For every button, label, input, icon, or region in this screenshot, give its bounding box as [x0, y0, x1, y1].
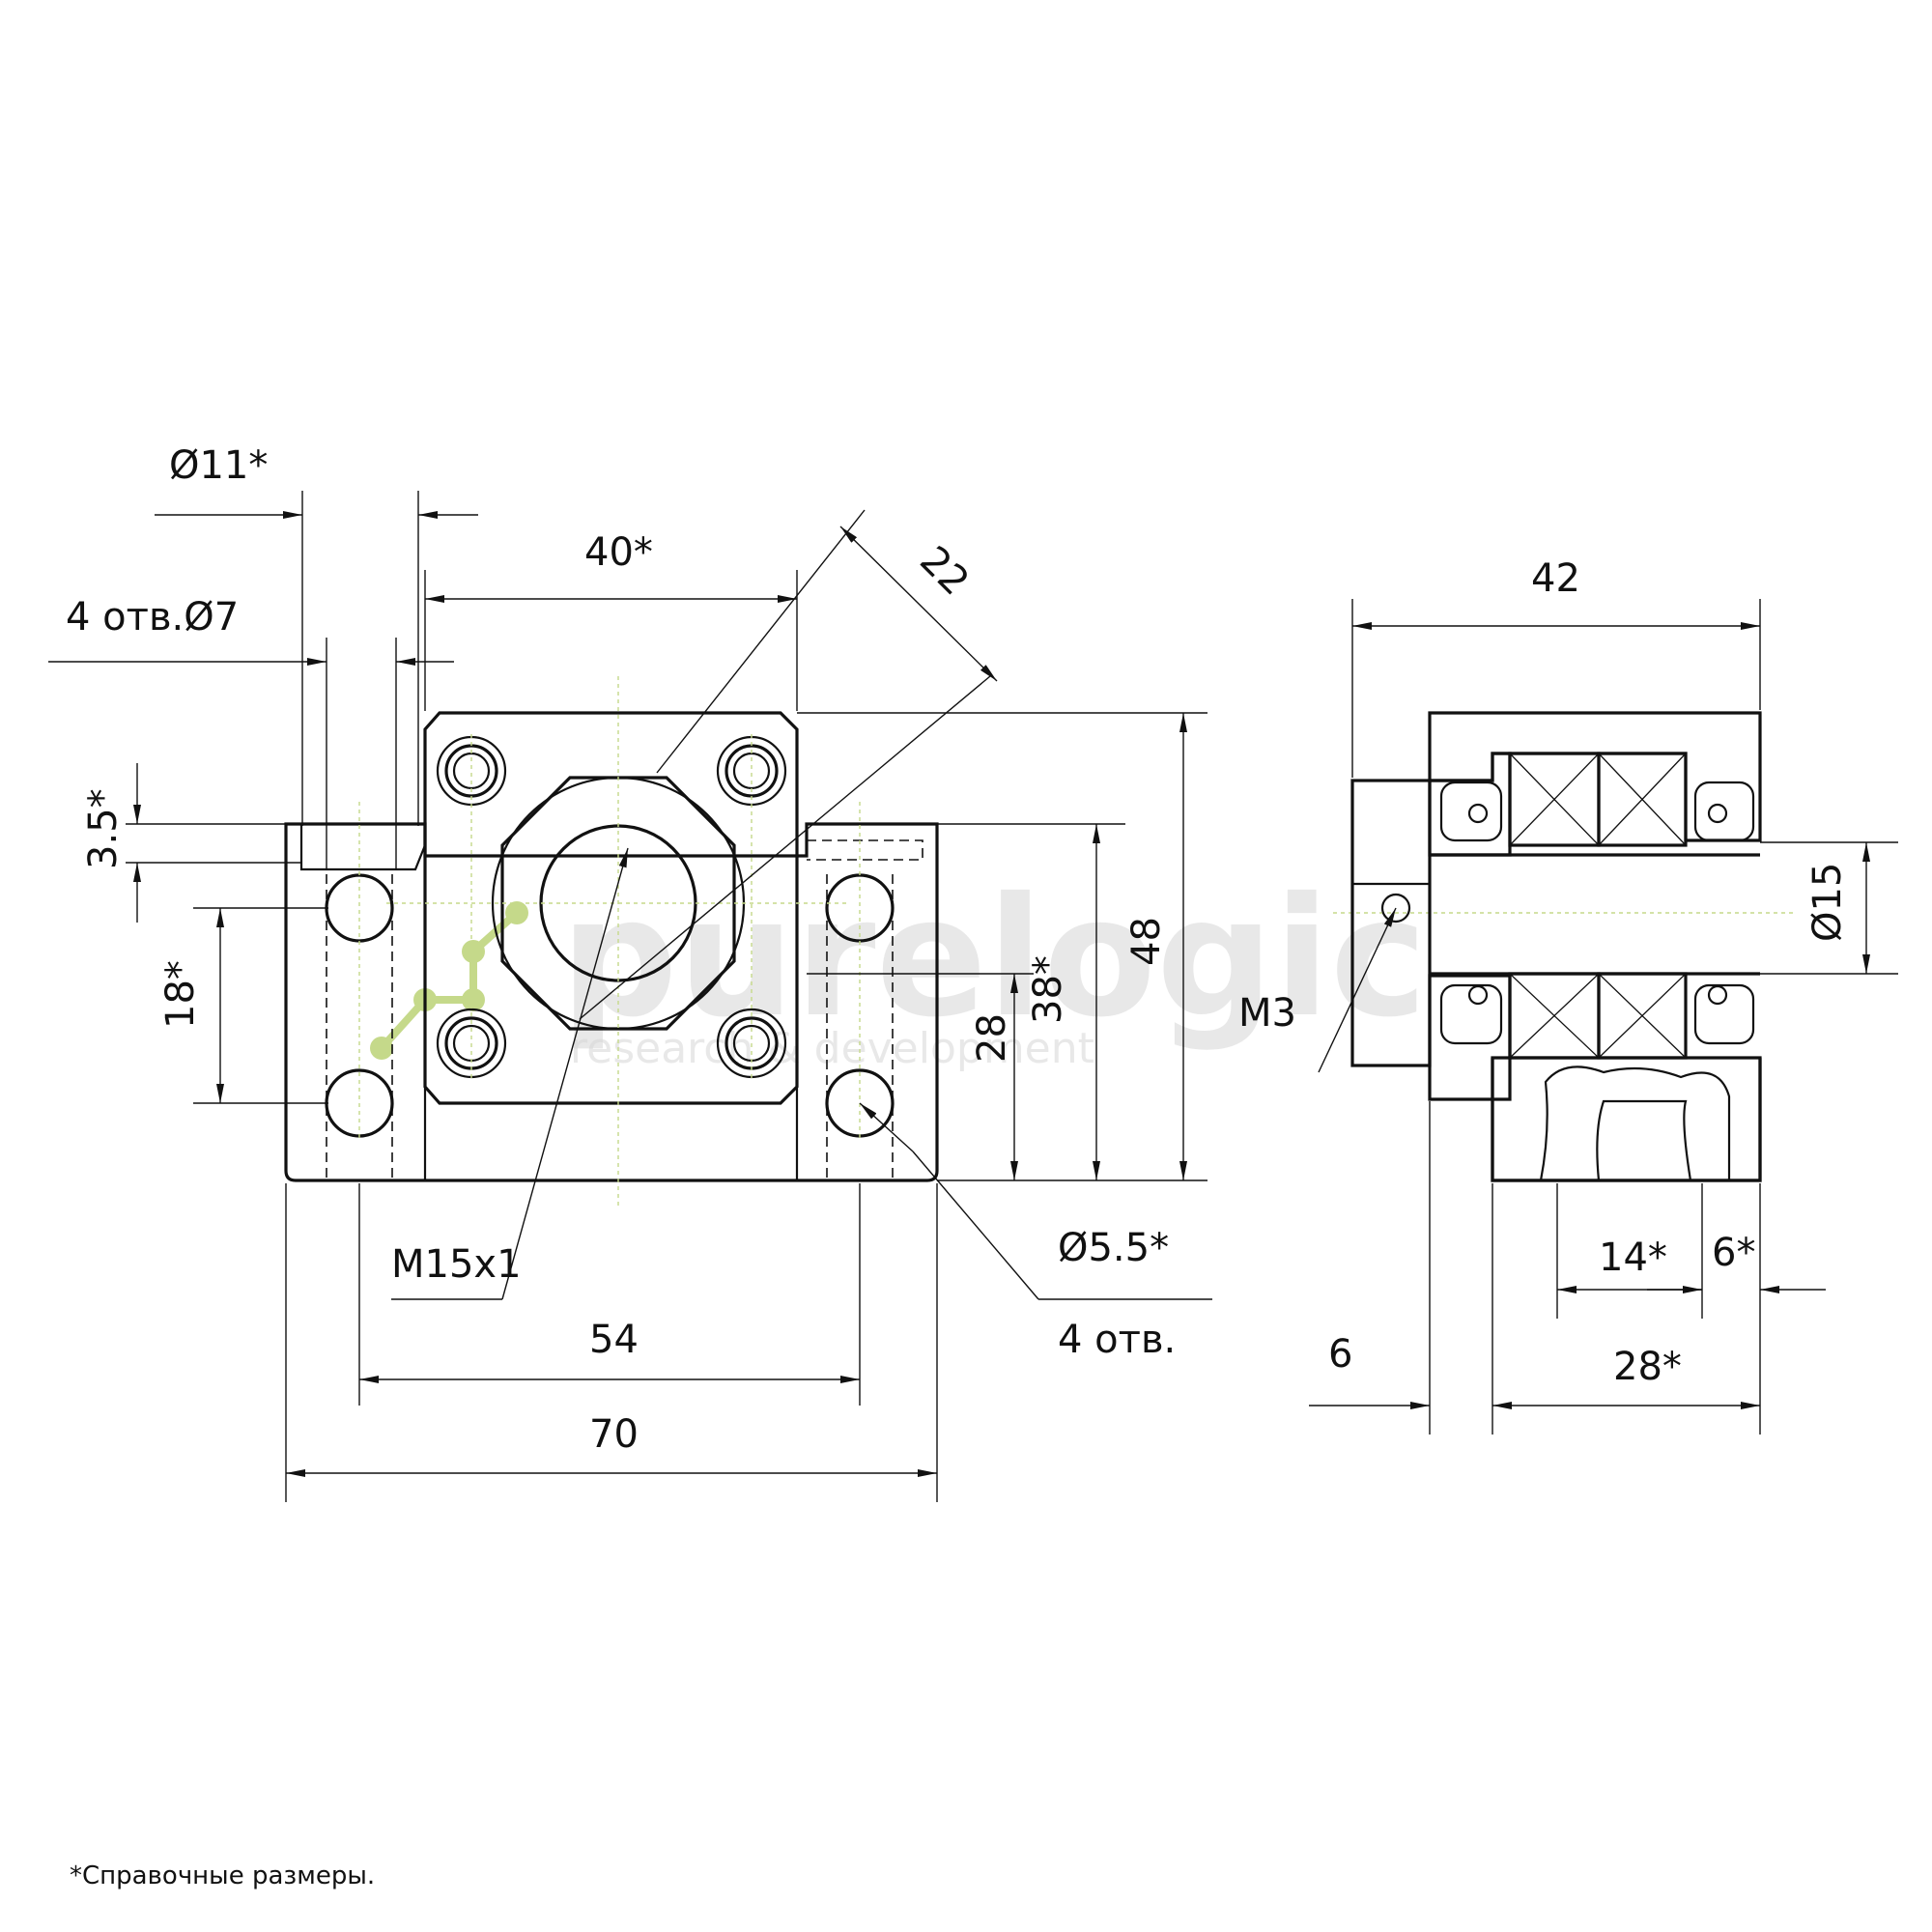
dim-hole-dia-top: Ø11* — [155, 443, 478, 826]
seal-lower-right — [1693, 983, 1755, 1045]
bearing-lower-left — [1508, 972, 1601, 1060]
dim-flange-width: 40* — [424, 530, 798, 711]
mount-hole-left-upper — [325, 873, 394, 943]
svg-text:Ø15: Ø15 — [1805, 863, 1850, 942]
svg-text:70: 70 — [589, 1412, 639, 1457]
svg-text:42: 42 — [1531, 556, 1580, 601]
dim-height-38: 38* — [807, 823, 1125, 1180]
dim-height-28: 28 — [807, 973, 1034, 1180]
dim-set-screw: M3 — [1238, 907, 1397, 1073]
watermark-brand: purelogic — [560, 863, 1428, 1054]
dim-overall-width: 70 — [285, 1183, 938, 1502]
dim-step-height: 3.5* — [81, 763, 301, 923]
front-centerlines — [358, 676, 861, 1208]
dim-28: 28* — [1492, 1319, 1761, 1435]
flange-bolt-top-left — [436, 735, 507, 807]
flange-bolt-top-right — [716, 735, 787, 807]
watermark: purelogic research & development — [370, 863, 1428, 1073]
svg-text:22: 22 — [911, 538, 978, 605]
seal-lower-left — [1439, 983, 1503, 1045]
flange-plate-outline — [423, 711, 799, 1105]
svg-text:40*: 40* — [584, 530, 653, 575]
seal-upper-right — [1693, 781, 1755, 842]
svg-text:48: 48 — [1124, 917, 1169, 966]
base-section-outline — [1491, 1058, 1762, 1182]
svg-text:54: 54 — [589, 1318, 639, 1362]
svg-text:6: 6 — [1328, 1332, 1352, 1377]
svg-text:28*: 28* — [1613, 1345, 1682, 1389]
dim-shaft-dia: Ø15 — [1760, 841, 1898, 975]
side-view: 42 Ø15 M3 14* 6* — [1238, 556, 1898, 1435]
seal-upper-left — [1439, 781, 1503, 842]
svg-text:38*: 38* — [1026, 955, 1070, 1024]
svg-text:M3: M3 — [1238, 991, 1296, 1036]
svg-text:Ø11*: Ø11* — [169, 443, 268, 488]
svg-text:4 отв.: 4 отв. — [1058, 1318, 1176, 1362]
front-view: Ø11* 4 отв.Ø7 40* 22 — [48, 443, 1212, 1502]
dim-mount-hole: Ø5.5* 4 отв. — [859, 1102, 1212, 1362]
svg-text:18*: 18* — [158, 960, 203, 1029]
housing-bottom-section — [1491, 1056, 1762, 1182]
svg-text:Ø5.5*: Ø5.5* — [1058, 1226, 1169, 1270]
footnote: *Справочные размеры. — [70, 1861, 375, 1890]
watermark-logo-icon — [370, 901, 528, 1060]
side-lock-nut — [1350, 779, 1432, 1067]
dim-overall-length: 42 — [1351, 556, 1761, 778]
base-cavity — [1539, 1065, 1731, 1182]
bearing-upper-right — [1597, 752, 1688, 847]
dim-height-48: 48 — [797, 712, 1208, 1181]
svg-text:4 отв.Ø7: 4 отв.Ø7 — [66, 595, 239, 639]
svg-text:M15x1: M15x1 — [391, 1242, 522, 1287]
dim-bore-holes: 4 отв.Ø7 — [48, 595, 454, 869]
watermark-tagline: research & development — [570, 1024, 1094, 1073]
svg-text:3.5*: 3.5* — [81, 788, 126, 869]
bearing-upper-left — [1508, 752, 1601, 847]
dim-6-right: 6* — [1647, 1183, 1826, 1319]
hidden-hole-bores — [326, 874, 894, 1180]
svg-text:14*: 14* — [1599, 1236, 1667, 1280]
dim-thread: M15x1 — [391, 847, 629, 1300]
bearing-lower-right — [1597, 972, 1688, 1060]
svg-text:28: 28 — [970, 1013, 1014, 1063]
dim-hole-spacing-h: 54 — [358, 1183, 861, 1406]
dim-6-left: 6 — [1309, 1101, 1493, 1435]
svg-text:6*: 6* — [1712, 1231, 1755, 1275]
right-ledge-hidden — [807, 839, 923, 861]
left-ledge — [299, 824, 427, 871]
set-screw-hole — [1380, 893, 1411, 923]
dim-hole-spacing-v: 18* — [158, 907, 328, 1104]
dim-14: 14* — [1556, 1183, 1703, 1319]
